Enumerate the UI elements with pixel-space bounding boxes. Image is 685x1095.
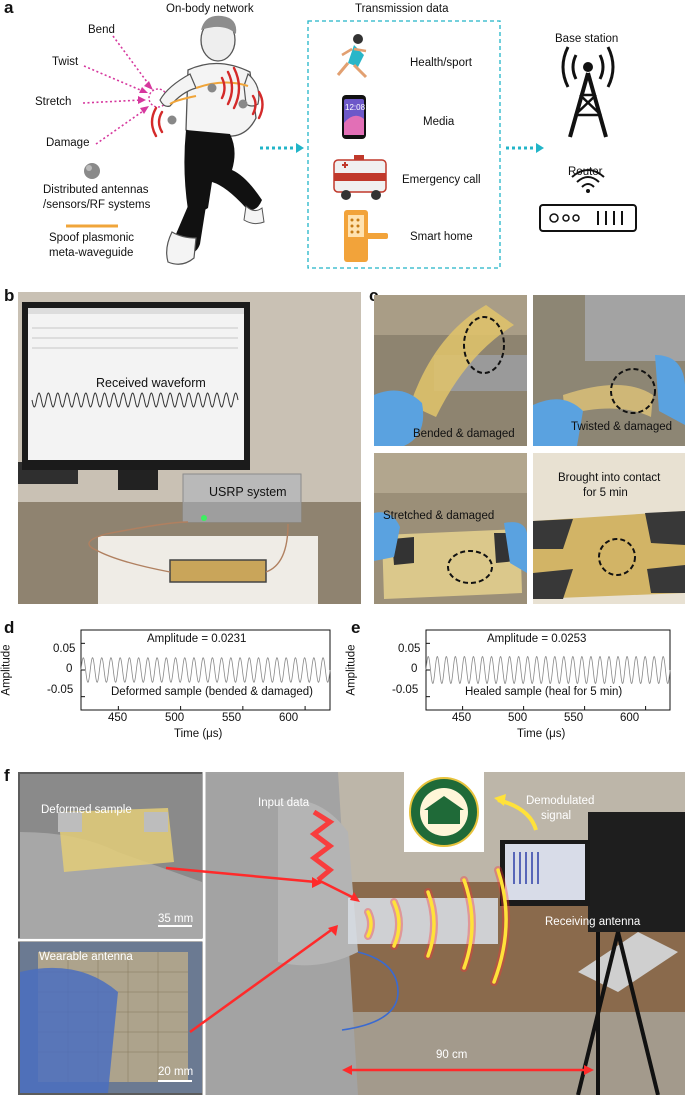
base-station-icon — [561, 46, 615, 138]
university-logo — [404, 772, 484, 852]
chart-d-title: Amplitude = 0.0231 — [147, 633, 247, 645]
legend-antenna-2: /sensors/RF systems — [43, 199, 151, 211]
chart-e-title: Amplitude = 0.0253 — [487, 633, 587, 645]
base-station-label: Base station — [555, 33, 619, 45]
chart-e-xlabel: Time (μs) — [517, 728, 566, 740]
chart-d-xtick-3: 550 — [222, 712, 242, 724]
transmission-title: Transmission data — [355, 3, 449, 15]
label-wearable-antenna: Wearable antenna — [39, 951, 133, 963]
chart-e-xtick-2: 500 — [508, 712, 528, 724]
label-receiving-antenna: Receiving antenna — [545, 916, 641, 928]
panel-d-label: d — [4, 618, 15, 637]
caption-contact-1: Brought into contact — [558, 472, 661, 484]
panel-c-label: c — [369, 286, 378, 306]
chart-d-ytick-1: 0.05 — [53, 643, 76, 655]
chart-d-xtick-1: 450 — [108, 712, 128, 724]
chart-d-ytick-3: -0.05 — [47, 684, 74, 696]
chart-e-ytick-1: 0.05 — [398, 643, 421, 655]
caption-bended: Bended & damaged — [413, 428, 515, 440]
app-health: Health/sport — [410, 57, 473, 69]
chart-e-ytick-3: -0.05 — [392, 684, 419, 696]
ambulance-icon — [333, 155, 387, 200]
chart-d-xlabel: Time (μs) — [174, 728, 223, 740]
app-media: Media — [423, 116, 455, 128]
app-emergency: Emergency call — [402, 174, 481, 186]
panel-a-label: a — [4, 0, 14, 17]
usrp-label: USRP system — [209, 485, 287, 499]
label-input-data: Input data — [258, 797, 310, 809]
chart-e-ylabel: Amplitude — [345, 644, 358, 696]
transmission-graphics — [260, 20, 637, 269]
legend-waveguide-2: meta-waveguide — [49, 247, 134, 259]
panel-e-label: e — [351, 618, 361, 637]
label-twist: Twist — [52, 56, 79, 68]
chart-e — [425, 629, 671, 711]
photo-usrp-setup — [18, 292, 361, 604]
caption-twisted: Twisted & damaged — [571, 421, 673, 433]
photo-stretched — [374, 453, 527, 604]
photo-healed — [533, 453, 685, 604]
label-demod-2: signal — [541, 810, 572, 822]
phone-time: 12:08 — [345, 103, 366, 112]
chart-e-annotation: Healed sample (heal for 5 min) — [465, 686, 623, 698]
chart-e-ytick-2: 0 — [411, 663, 418, 675]
router-label: Router — [568, 166, 603, 178]
chart-d-ytick-2: 0 — [66, 663, 73, 675]
smart-lock-icon — [344, 210, 388, 262]
chart-d-xtick-4: 600 — [279, 712, 299, 724]
runner-icon — [336, 34, 368, 79]
panel-f-label: f — [4, 766, 10, 785]
phone-icon — [342, 95, 366, 139]
chart-e-xtick-4: 600 — [620, 712, 640, 724]
label-bend: Bend — [88, 24, 115, 36]
label-demod-1: Demodulated — [526, 795, 595, 807]
caption-contact-2: for 5 min — [583, 487, 628, 499]
photo-wireless-demo — [18, 772, 685, 1095]
chart-e-xtick-3: 550 — [564, 712, 584, 724]
chart-d-ylabel: Amplitude — [0, 644, 13, 696]
body-network-illustration — [66, 15, 265, 265]
label-stretch: Stretch — [35, 96, 72, 108]
label-damage: Damage — [46, 137, 90, 149]
router-icon — [539, 169, 637, 232]
chart-e-waveform — [425, 655, 671, 685]
chart-e-xtick-1: 450 — [452, 712, 472, 724]
label-scale-20: 20 mm — [158, 1066, 194, 1078]
received-waveform-label: Received waveform — [96, 376, 206, 390]
photo-bended — [374, 295, 527, 446]
app-smarthome: Smart home — [410, 231, 473, 243]
chart-d — [80, 629, 331, 711]
label-scale-35: 35 mm — [158, 913, 194, 925]
legend-antenna-1: Distributed antennas — [43, 184, 149, 196]
panel-b-label: b — [4, 286, 15, 305]
onbody-title: On-body network — [166, 3, 254, 15]
label-deformed-sample: Deformed sample — [41, 804, 132, 816]
label-distance: 90 cm — [436, 1049, 468, 1061]
caption-stretched: Stretched & damaged — [383, 510, 495, 522]
legend-waveguide-1: Spoof plasmonic — [49, 232, 135, 244]
chart-d-xtick-2: 500 — [165, 712, 185, 724]
chart-d-annotation: Deformed sample (bended & damaged) — [111, 686, 314, 698]
person-figure — [159, 15, 265, 265]
chart-d-waveform — [80, 657, 331, 683]
photo-twisted — [533, 295, 685, 446]
